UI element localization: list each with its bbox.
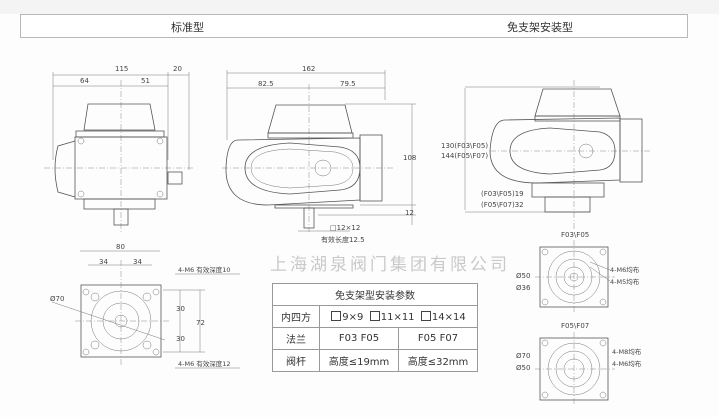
flange-col1: F03 F05 [319,327,399,350]
square-sizes: 9×9 11×11 14×14 [319,305,478,328]
front-view: 115 20 64 51 [44,65,195,232]
dim-72: 72 [196,319,205,327]
dim-34-right: 34 [133,258,142,266]
square-size-3: 14×14 [431,311,466,323]
row-label-square: 内四方 [272,305,320,328]
header-bar: 标准型 免支架安装型 [20,14,688,38]
flange-f03-note1: 4-M6均布 [610,265,640,274]
bracketless-type-title: 免支架安装型 [507,21,573,34]
square-icon [331,310,342,321]
flange-f05-f07-view: F05\F07 Ø70 Ø50 4-M8均布 4-M6均布 [516,322,642,405]
shaft-square: □12×12 [330,224,360,232]
dim-30-lower: 30 [176,335,185,343]
flange-f05-note2: 4-M6均布 [612,359,642,368]
flange-col2: F05 F07 [398,327,478,350]
params-table-title: 免支架型安装参数 [272,283,478,306]
shaft-f03-f05: (F03\F05)19 [481,190,524,198]
dim-34-left: 34 [99,258,108,266]
square-icon [369,310,380,321]
bottom-view: 80 34 34 Ø70 30 30 72 4-M6 有效深度10 4-M6 有… [50,243,240,369]
dim-20: 20 [173,65,182,73]
flange-f03-dia-inner: Ø36 [516,284,531,292]
height-f05-f07: 144(F05\F07) [441,152,488,160]
shaft-f05-f07: (F05\F07)32 [481,201,524,209]
dim-108: 108 [403,154,416,162]
row-label-stem: 阀杆 [272,349,320,372]
square-icon [420,310,431,321]
bracketless-view: 130(F03\F05) 144(F05\F07) (F03\F05)19 (F… [441,80,650,230]
flange-f05-f07-title: F05\F07 [561,322,589,330]
dim-80: 80 [116,243,125,251]
dim-51: 51 [141,77,150,85]
flange-f03-f05-view: F03\F05 Ø50 Ø36 4-M6均布 4-M5均布 [516,231,640,312]
shaft-depth: 有效长度12.5 [321,235,365,244]
stem-col1: 高度≤19mm [319,349,399,372]
dim-dia-70: Ø70 [50,295,64,303]
dim-12: 12 [405,209,414,217]
dim-162: 162 [302,65,315,73]
square-size-2: 11×11 [380,311,415,323]
flange-f03-f05-title: F03\F05 [561,231,589,239]
row-label-flange: 法兰 [272,327,320,350]
dim-64: 64 [80,77,89,85]
thread-note-bottom: 4-M6 有效深度12 [178,359,231,368]
side-view: 162 82.5 79.5 108 12 □12×12 有效长度12.5 [222,65,416,244]
dim-115: 115 [115,65,128,73]
flange-f03-note2: 4-M5均布 [610,277,640,286]
flange-f05-note1: 4-M8均布 [612,347,642,356]
dim-30-upper: 30 [176,305,185,313]
standard-type-title: 标准型 [171,21,204,34]
height-f03-f05: 130(F03\F05) [441,142,488,150]
flange-f05-dia-inner: Ø50 [516,364,530,372]
thread-note-top: 4-M6 有效深度10 [178,265,231,274]
flange-f03-dia-outer: Ø50 [516,272,530,280]
top-band [0,0,719,14]
flange-f05-dia-outer: Ø70 [516,352,530,360]
company-watermark: 上海湖泉阀门集团有限公司 [270,255,510,275]
stem-col2: 高度≤32mm [398,349,478,372]
params-table: 免支架型安装参数 内四方 9×9 11×11 14×14 法兰 F03 F05 … [272,283,478,372]
dim-82-5: 82.5 [258,80,274,88]
square-size-1: 9×9 [342,311,364,323]
dim-79-5: 79.5 [340,80,356,88]
